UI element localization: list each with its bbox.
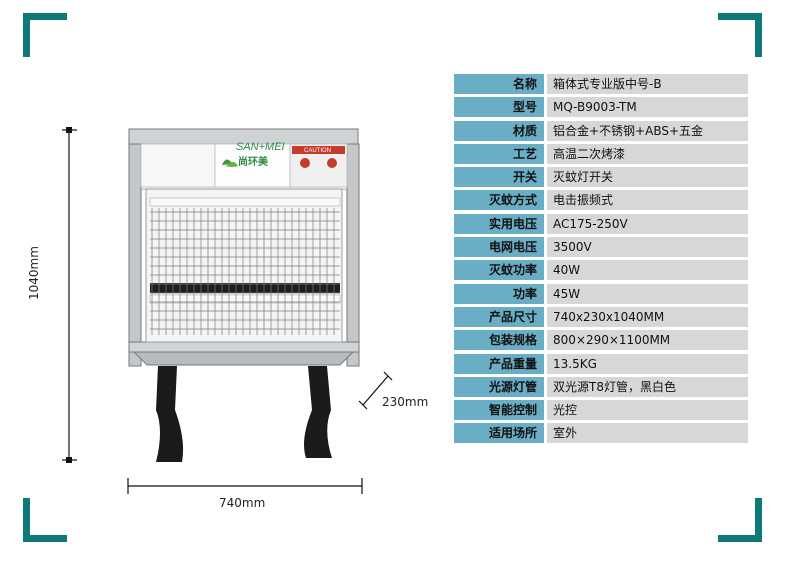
spec-label: 适用场所 [454, 423, 544, 444]
spec-value: 高温二次烤漆 [547, 143, 748, 164]
spec-value: 铝合金+不锈钢+ABS+五金 [547, 120, 748, 141]
spec-value: 室外 [547, 423, 748, 444]
spec-label: 光源灯管 [454, 376, 544, 397]
spec-value: 双光源T8灯管，黑白色 [547, 376, 748, 397]
depth-dimension-label: 230mm [382, 395, 429, 409]
stand-legs [156, 366, 332, 462]
spec-label: 产品重量 [454, 353, 544, 374]
width-dimension-label: 740mm [219, 496, 266, 510]
spec-row: 工艺高温二次烤漆 [454, 143, 748, 164]
spec-label: 开关 [454, 167, 544, 188]
corner-frame-bottom-left [23, 498, 67, 542]
spec-label: 实用电压 [454, 213, 544, 234]
spec-value: 740x230x1040MM [547, 306, 748, 327]
front-panel [140, 143, 348, 188]
spec-value: 45W [547, 283, 748, 304]
spec-row: 适用场所室外 [454, 423, 748, 444]
spec-row: 灭蚊方式电击振频式 [454, 190, 748, 211]
spec-value: 灭蚊灯开关 [547, 167, 748, 188]
spec-value: 800×290×1100MM [547, 330, 748, 351]
spec-value: 13.5KG [547, 353, 748, 374]
spec-label: 名称 [454, 74, 544, 94]
spec-value: 光控 [547, 400, 748, 421]
spec-value: 电击振频式 [547, 190, 748, 211]
depth-dimension-line [358, 371, 393, 410]
spec-label: 灭蚊方式 [454, 190, 544, 211]
spec-value: 40W [547, 260, 748, 281]
spec-row: 开关灭蚊灯开关 [454, 167, 748, 188]
brand-logo-cn: 尚环美 [238, 155, 269, 168]
warning-label: CAUTION [304, 148, 331, 154]
spec-value: AC175-250V [547, 213, 748, 234]
width-dimension-line [127, 478, 363, 494]
spec-label: 工艺 [454, 143, 544, 164]
spec-label: 包装规格 [454, 330, 544, 351]
spec-label: 产品尺寸 [454, 306, 544, 327]
spec-value: MQ-B9003-TM [547, 97, 748, 118]
corner-frame-top-left [23, 13, 67, 57]
spec-value: 3500V [547, 237, 748, 258]
spec-label: 材质 [454, 120, 544, 141]
spec-row: 光源灯管双光源T8灯管，黑白色 [454, 376, 748, 397]
spec-label: 型号 [454, 97, 544, 118]
spec-label: 灭蚊功率 [454, 260, 544, 281]
spec-label: 功率 [454, 283, 544, 304]
spec-row: 材质铝合金+不锈钢+ABS+五金 [454, 120, 748, 141]
spec-value: 箱体式专业版中号-B [547, 74, 748, 94]
height-dimension-label: 1040mm [27, 246, 41, 300]
spec-row: 名称箱体式专业版中号-B [454, 74, 748, 94]
corner-frame-bottom-right [718, 498, 762, 542]
spec-row: 智能控制光控 [454, 400, 748, 421]
brand-logo-text: SAN+MEI [236, 141, 285, 153]
electric-grid [145, 188, 343, 343]
height-dimension-line [62, 129, 77, 461]
corner-frame-top-right [718, 13, 762, 57]
spec-label: 智能控制 [454, 400, 544, 421]
spec-label: 电网电压 [454, 237, 544, 258]
